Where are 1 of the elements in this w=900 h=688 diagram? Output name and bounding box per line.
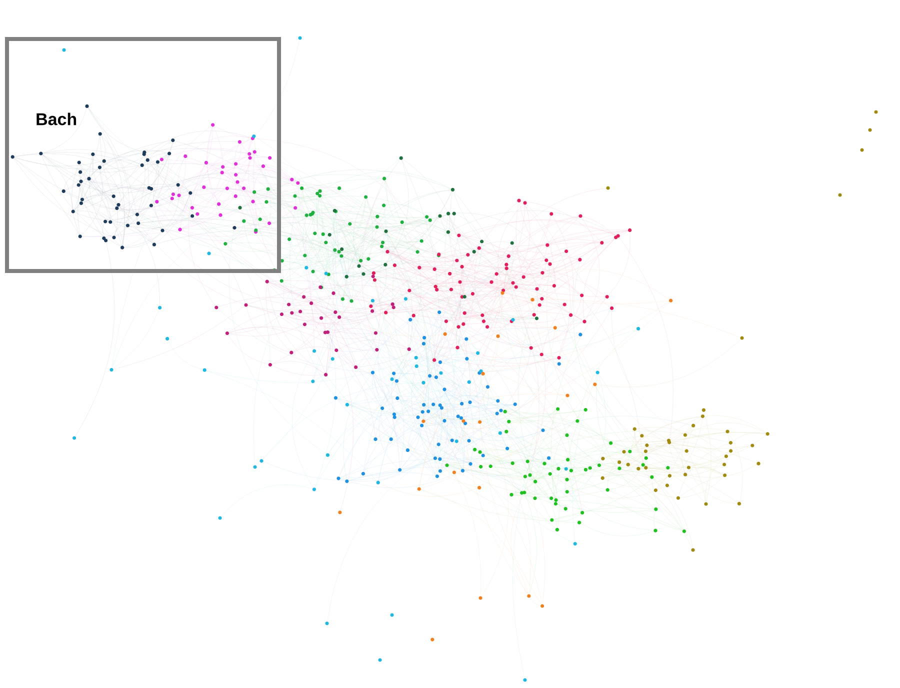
highlight-box: Bach [5,37,281,273]
